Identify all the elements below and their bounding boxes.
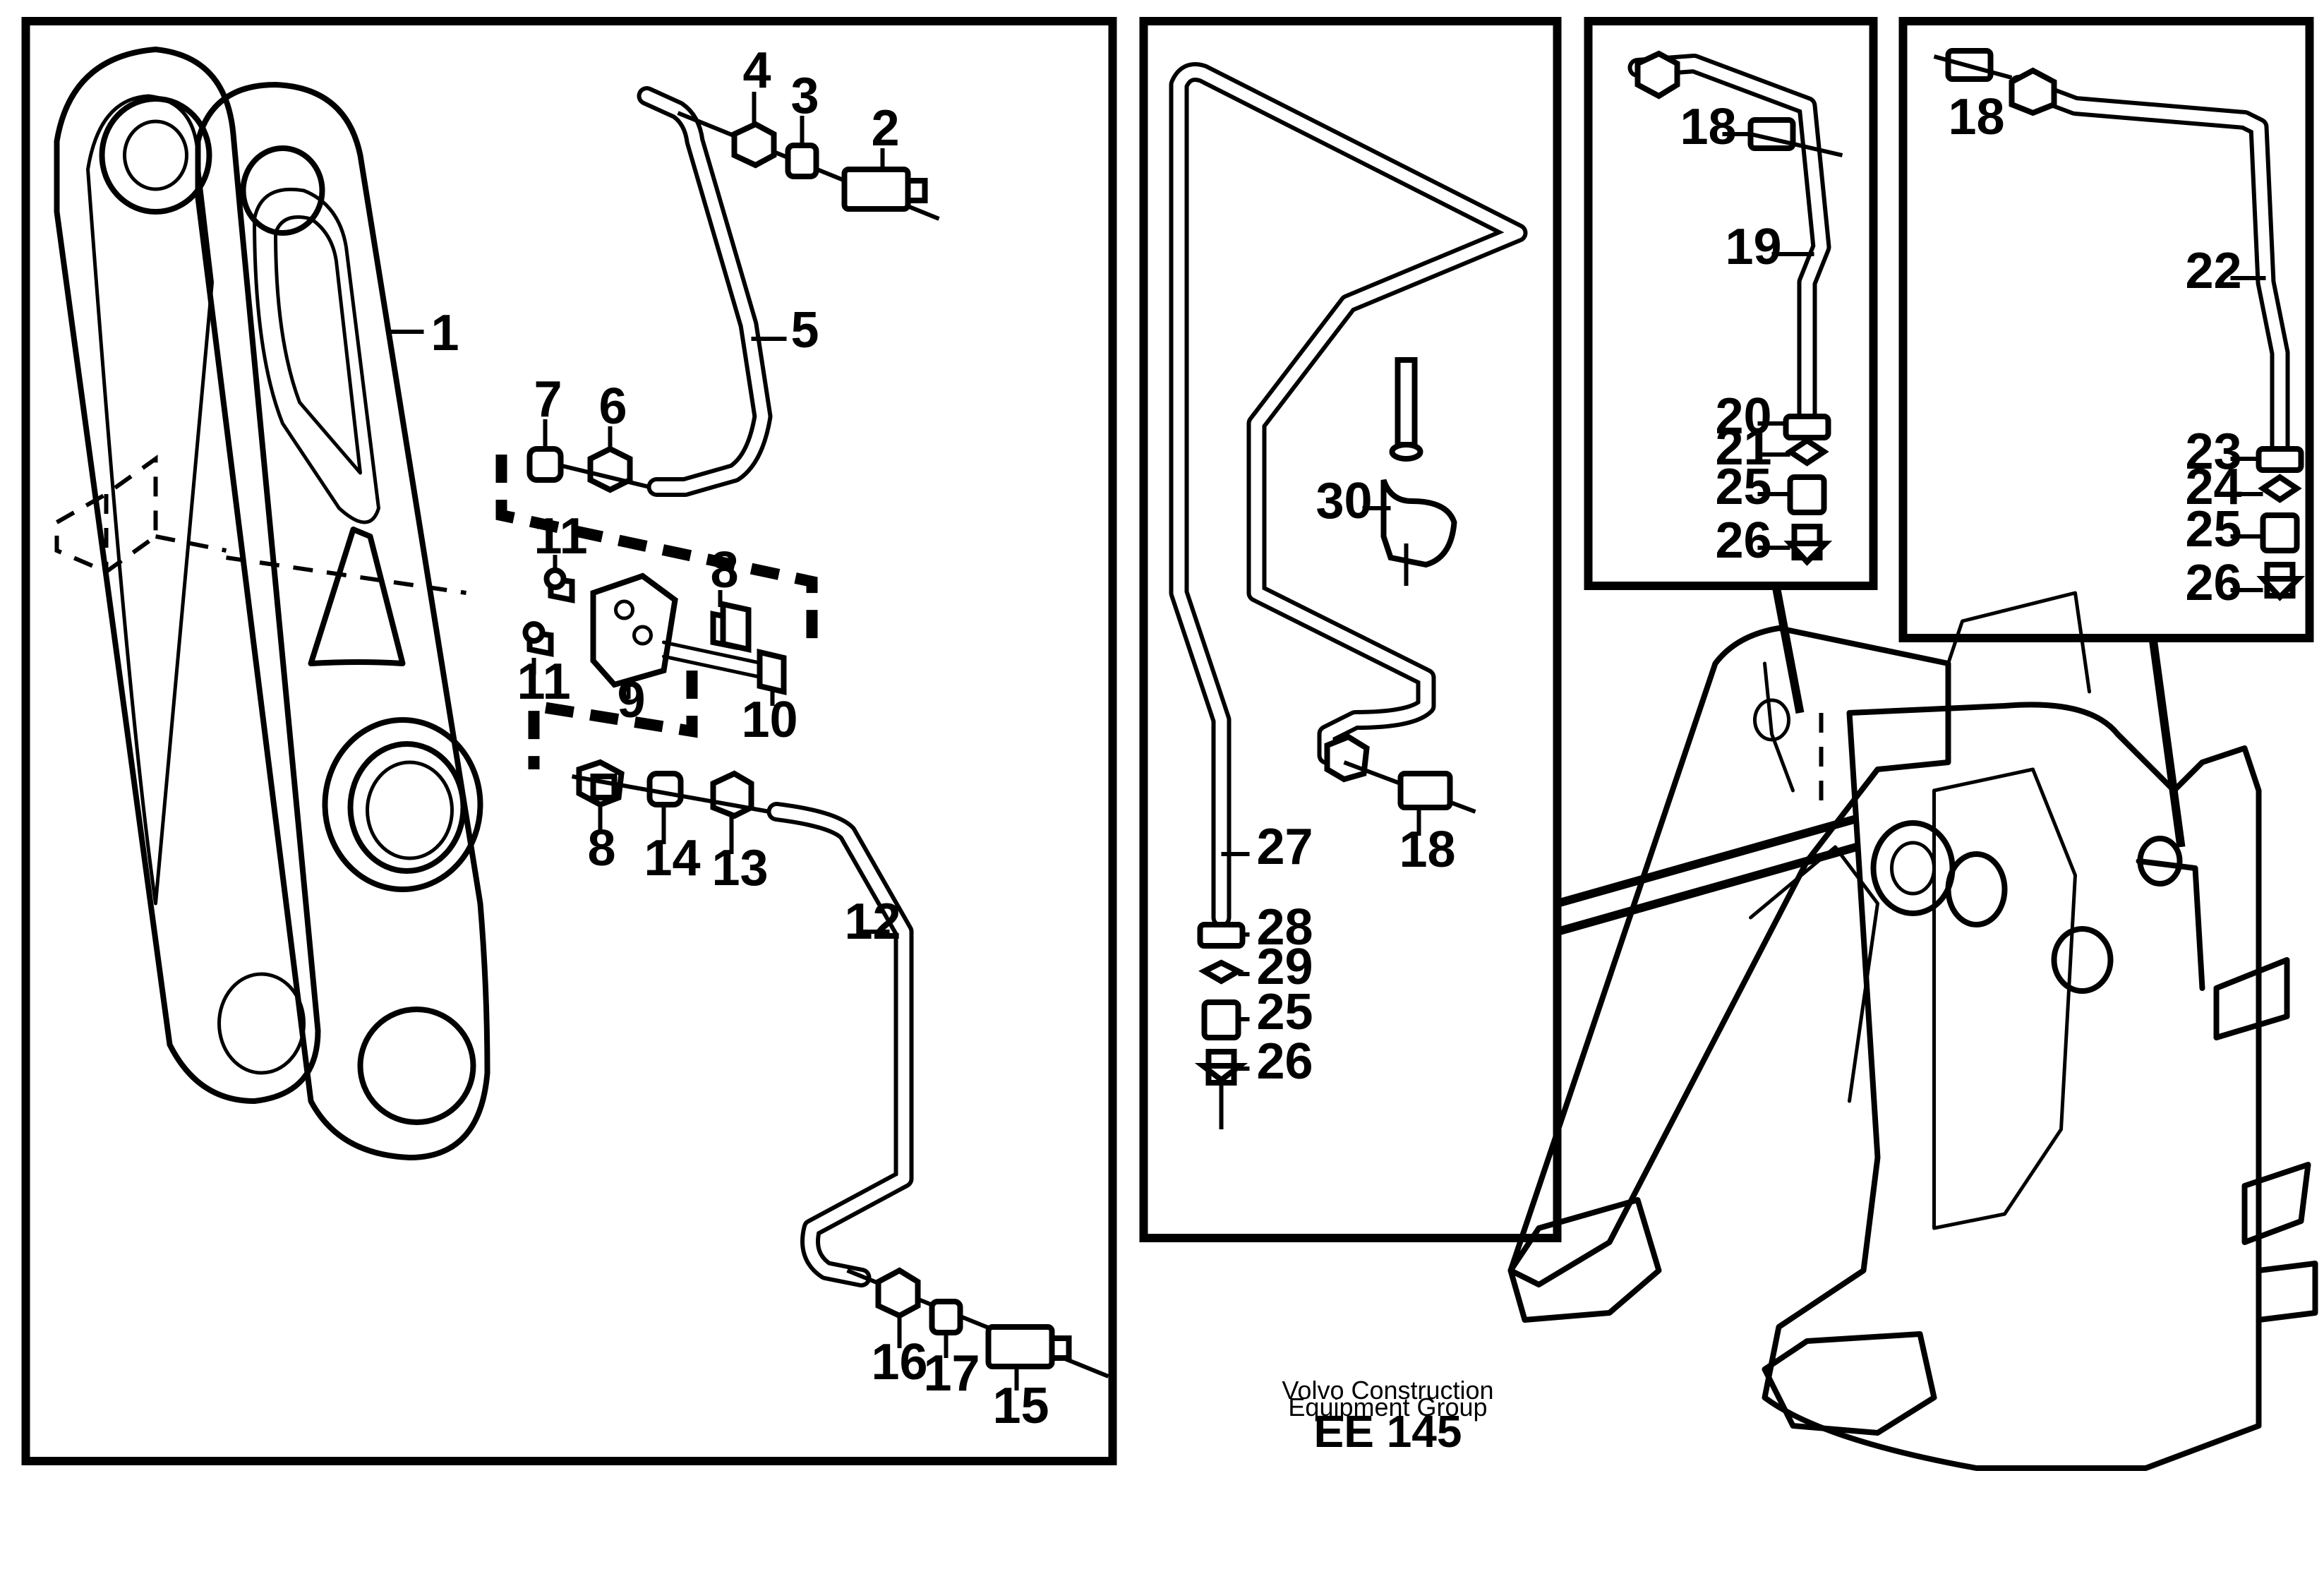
callout-25-middle: 25 xyxy=(1257,984,1313,1040)
callout-11-lower: 11 xyxy=(517,654,571,710)
callout-18-middle: 18 xyxy=(1399,822,1456,878)
brand-block: Volvo Construction Equipment Group EE 14… xyxy=(1282,1376,1493,1457)
middle-panel-connector xyxy=(1555,815,1858,936)
grease-block xyxy=(522,567,787,696)
middle-panel-frame xyxy=(1139,17,1562,1242)
callout-10: 10 xyxy=(742,692,798,748)
callout-25-far-right: 25 xyxy=(2186,501,2242,558)
callout-26-top-right: 26 xyxy=(1716,512,1772,569)
top-right-panel-frame xyxy=(1584,17,1878,590)
callout-11-upper: 11 xyxy=(534,508,588,565)
callout-16: 16 xyxy=(872,1334,928,1390)
callout-26-far-right: 26 xyxy=(2186,555,2242,611)
callout-20: 20 xyxy=(1716,388,1772,445)
callout-8-upper: 8 xyxy=(711,542,739,599)
callout-18-top-right: 18 xyxy=(1680,99,1737,155)
callout-27: 27 xyxy=(1257,819,1313,875)
callout-22: 22 xyxy=(2186,243,2242,299)
far-right-panel-frame xyxy=(1898,17,2314,642)
top-right-connector xyxy=(1771,584,1805,714)
callout-leaders xyxy=(388,92,2266,1390)
callout-30: 30 xyxy=(1316,473,1373,529)
callout-18-far-right: 18 xyxy=(1949,89,2005,145)
callout-1: 1 xyxy=(431,305,459,361)
pipe-19 xyxy=(1627,50,1843,566)
callout-14: 14 xyxy=(644,830,701,887)
callout-8-lower: 8 xyxy=(588,820,616,877)
callout-15: 15 xyxy=(993,1378,1049,1434)
callout-24: 24 xyxy=(2186,459,2242,515)
pipe-22 xyxy=(1933,48,2306,601)
parts-8-14-13 xyxy=(571,759,771,819)
callout-12: 12 xyxy=(845,894,901,950)
link-arm xyxy=(54,47,490,1160)
callout-25-top-right: 25 xyxy=(1716,459,1772,515)
grease-pipe-lower xyxy=(766,802,1109,1378)
callout-9: 9 xyxy=(618,672,646,728)
parts-7-6 xyxy=(526,445,651,493)
drawing-code: EE 145 xyxy=(1314,1406,1462,1457)
callout-26-middle: 26 xyxy=(1257,1033,1313,1090)
callout-19: 19 xyxy=(1726,219,1782,275)
far-right-connector xyxy=(2148,637,2186,848)
front-frame xyxy=(1507,591,2318,1471)
brand-line-2: Equipment Group xyxy=(1288,1393,1487,1422)
callout-7: 7 xyxy=(534,371,562,428)
callout-2: 2 xyxy=(872,100,900,157)
callout-5: 5 xyxy=(791,302,819,359)
callout-21: 21 xyxy=(1716,419,1772,476)
callout-28: 28 xyxy=(1257,899,1313,956)
left-panel-frame xyxy=(21,17,1117,1465)
brand-line-1: Volvo Construction xyxy=(1282,1376,1493,1405)
callout-23: 23 xyxy=(2186,423,2242,480)
callout-29: 29 xyxy=(1257,939,1313,995)
callout-6: 6 xyxy=(599,378,627,435)
callout-17: 17 xyxy=(924,1345,980,1402)
callout-13: 13 xyxy=(712,840,769,896)
callouts: 1 2 3 4 5 6 7 8 11 11 9 10 8 14 13 12 16… xyxy=(431,42,2242,1434)
callout-4: 4 xyxy=(743,42,771,99)
callout-3: 3 xyxy=(791,68,819,124)
long-grease-pipe xyxy=(1169,62,1528,1129)
